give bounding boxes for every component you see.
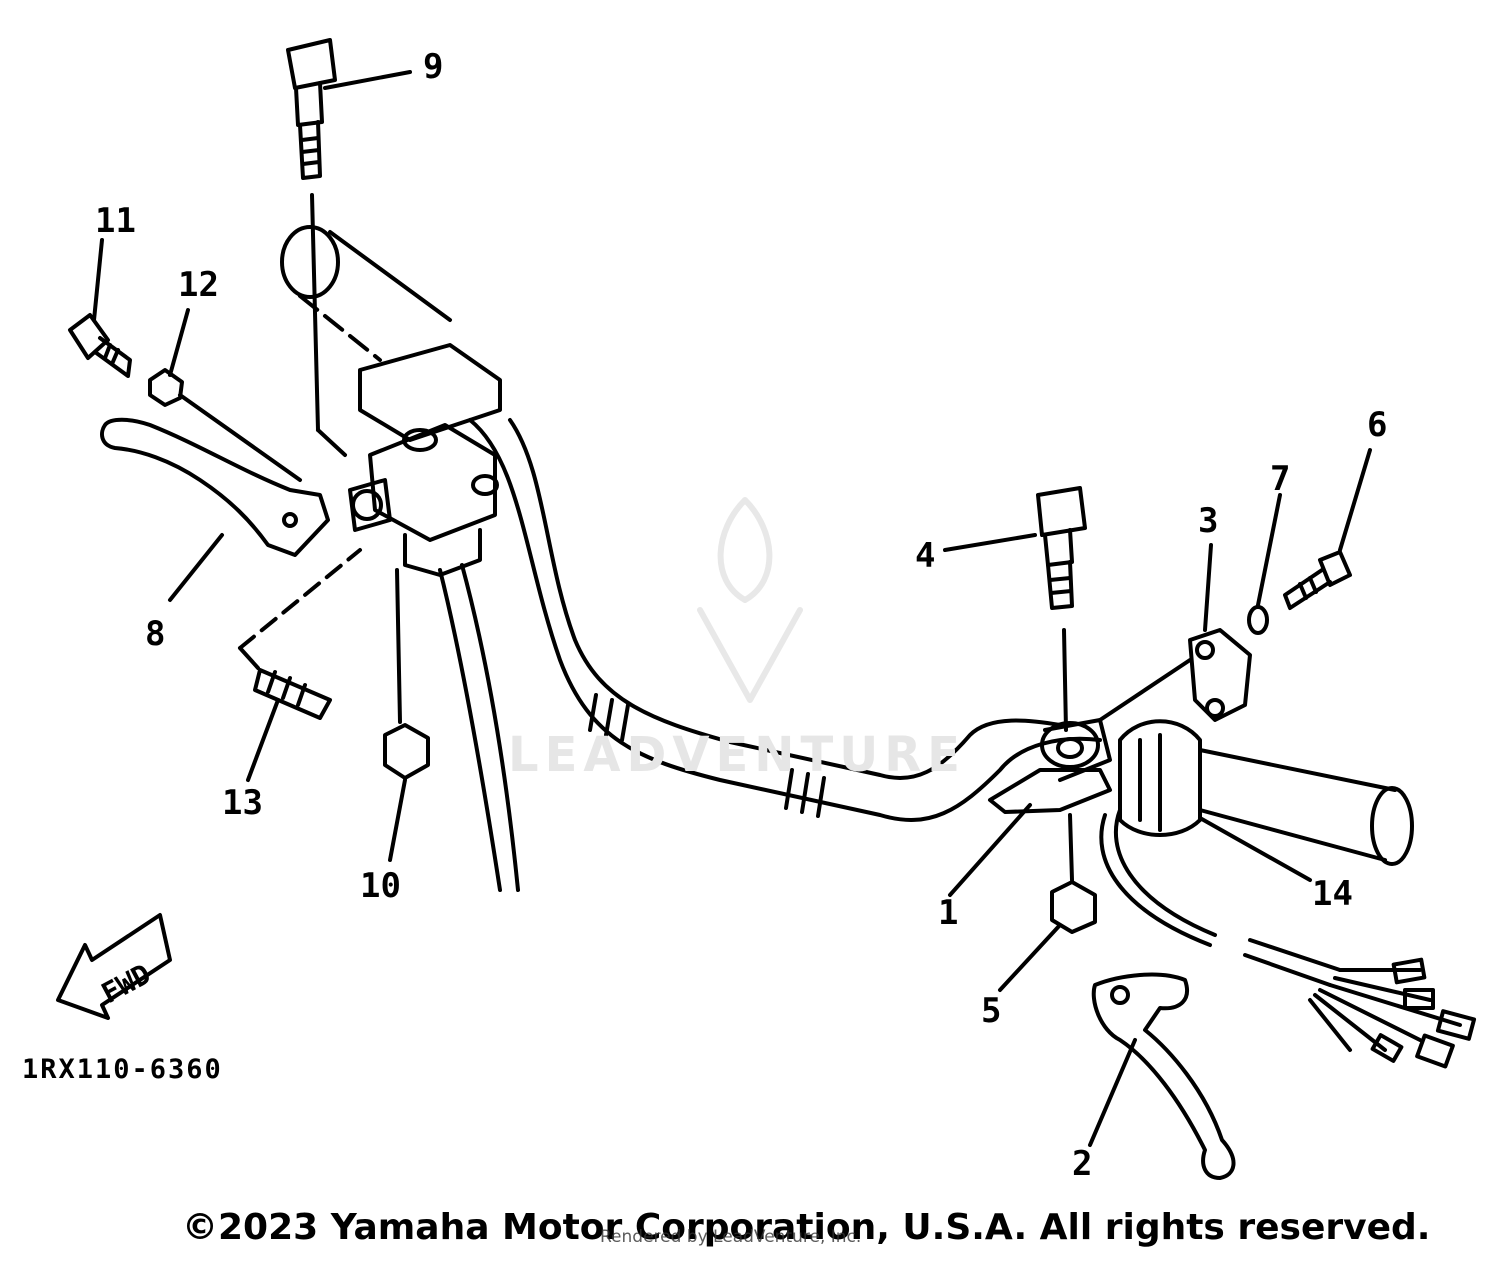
part-10-nut [385, 570, 428, 778]
part-6-screw [1285, 552, 1350, 608]
part-5-nut [1052, 815, 1095, 932]
part-4-bolt [1038, 488, 1085, 730]
part-7-washer [1249, 607, 1267, 633]
callout-5: 5 [981, 991, 1001, 1031]
callout-9: 9 [423, 47, 443, 87]
callout-11: 11 [95, 201, 136, 241]
callout-1: 1 [938, 893, 958, 933]
part-8-lever [102, 395, 328, 555]
watermark-text: LEADVENTURE [508, 727, 966, 783]
callout-3: 3 [1198, 501, 1218, 541]
callout-13: 13 [222, 783, 263, 823]
left-grip [282, 227, 450, 360]
callout-8: 8 [145, 614, 165, 654]
handlebar [470, 420, 1100, 820]
callout-10: 10 [360, 866, 401, 906]
part-code: 1RX110-6360 [22, 1054, 223, 1085]
part-12-nut [150, 370, 182, 405]
part-13-spring [240, 550, 360, 718]
leader-14 [1200, 818, 1310, 880]
callout-14: 14 [1312, 874, 1353, 914]
callout-7: 7 [1270, 459, 1290, 499]
callout-4: 4 [915, 536, 935, 576]
right-lever-holder [990, 720, 1110, 812]
part-9-bolt [288, 40, 345, 455]
watermark-logo [700, 500, 800, 700]
part-2-lever [1094, 975, 1234, 1178]
throttle-cable-harness [1101, 810, 1474, 1066]
part-11-bolt [70, 315, 130, 376]
right-grip [1120, 721, 1412, 864]
callout-2: 2 [1072, 1144, 1092, 1184]
copyright-notice: ©2023 Yamaha Motor Corporation, U.S.A. A… [182, 1207, 1431, 1248]
callout-12: 12 [178, 265, 219, 305]
callout-6: 6 [1367, 405, 1387, 445]
callout-labels: 1 2 3 4 5 6 7 8 9 10 11 12 13 14 FWD 1RX… [22, 47, 1387, 1184]
left-lever-holder [350, 345, 500, 575]
fwd-arrow-icon [58, 915, 170, 1018]
leader-lines [94, 72, 1370, 1145]
part-3-clamp [1100, 630, 1250, 720]
left-cable [440, 565, 518, 890]
render-notice: Rendered by LeadVenture, Inc. [600, 1227, 862, 1247]
